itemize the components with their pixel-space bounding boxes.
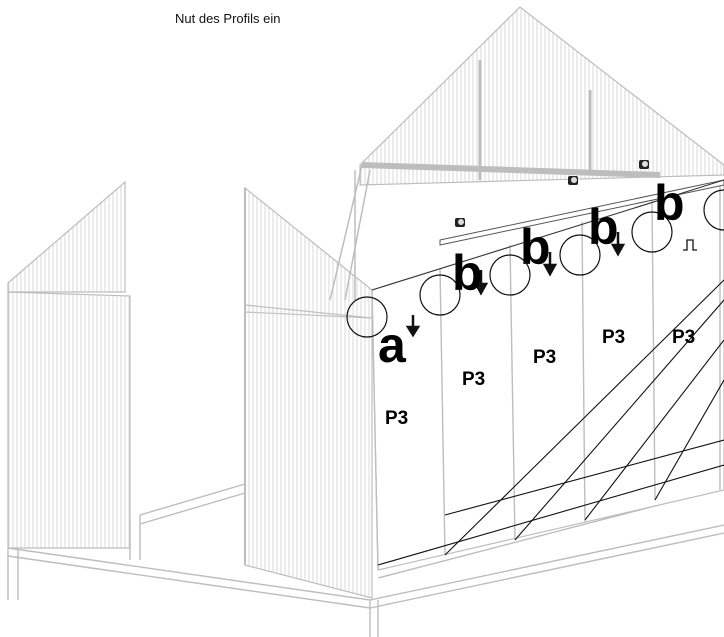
callout-a: a <box>378 317 407 373</box>
clip-icon <box>455 218 465 227</box>
clip-icon <box>639 160 649 169</box>
detail-circles <box>346 189 724 338</box>
clip-hardware <box>455 160 697 251</box>
panel-label-3: P3 <box>533 347 556 368</box>
callout-b-2: b <box>520 219 551 275</box>
callout-b-4: b <box>654 175 685 231</box>
back-gable-panel <box>329 6 724 301</box>
diagonal-braces <box>377 279 724 566</box>
panel-label-5: P3 <box>672 327 695 348</box>
left-gable-panel <box>7 180 131 549</box>
side-wall <box>371 179 724 571</box>
callout-b-3: b <box>588 199 619 255</box>
clip-icon <box>568 176 578 185</box>
panel-label-2: P3 <box>462 369 485 390</box>
callout-b-1: b <box>452 245 483 301</box>
middle-gable-panel <box>244 186 373 599</box>
insertion-arrows <box>405 232 626 338</box>
profile-symbol-icon <box>683 239 697 251</box>
panel-label-4: P3 <box>602 327 625 348</box>
instruction-caption: Nut des Profils ein <box>175 11 281 26</box>
panel-label-1: P3 <box>385 408 408 429</box>
